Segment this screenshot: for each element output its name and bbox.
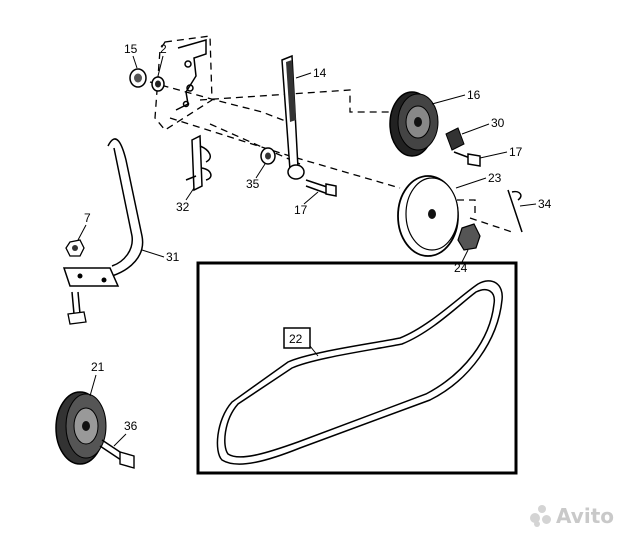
bolt-17-lower xyxy=(305,179,337,197)
avito-watermark-text: Avito xyxy=(556,504,614,528)
callout-22: 22 xyxy=(289,332,303,346)
pulley-23 xyxy=(397,175,459,257)
leader-14 xyxy=(295,72,312,79)
callout-2: 2 xyxy=(160,42,167,56)
pulley-16 xyxy=(389,91,439,157)
pivot-bracket xyxy=(175,39,207,111)
pin-34 xyxy=(507,189,523,233)
pulley-21 xyxy=(55,391,107,465)
clip-30 xyxy=(445,127,465,151)
idler-arm-14 xyxy=(281,54,305,180)
callout-16: 16 xyxy=(467,88,481,102)
leader-23 xyxy=(455,177,487,189)
leader-35 xyxy=(255,163,266,179)
leader-21 xyxy=(89,374,97,397)
spacer-35 xyxy=(260,147,276,165)
spacer-15 xyxy=(129,68,147,88)
leader-17-lower xyxy=(303,191,319,205)
leader-15 xyxy=(132,55,138,69)
leader-2 xyxy=(157,55,164,77)
leader-16 xyxy=(431,94,466,105)
callout-31: 31 xyxy=(166,250,180,264)
leader-30 xyxy=(461,123,490,135)
bolt-lower-left xyxy=(67,291,87,325)
bolt-36 xyxy=(99,439,135,469)
callout-32: 32 xyxy=(176,200,190,214)
callout-7: 7 xyxy=(84,211,91,225)
callout-35: 35 xyxy=(246,177,260,191)
leader-32 xyxy=(185,187,195,201)
callout-17-upper: 17 xyxy=(509,145,523,159)
leader-7 xyxy=(77,224,87,241)
callout-21: 21 xyxy=(91,360,105,374)
callout-34: 34 xyxy=(538,197,552,211)
belt-guide-31 xyxy=(62,138,144,287)
bracket-32 xyxy=(185,134,212,192)
leader-36 xyxy=(113,433,127,447)
callout-15: 15 xyxy=(124,42,138,56)
leader-24 xyxy=(461,249,469,263)
callout-24: 24 xyxy=(454,261,468,275)
callout-30: 30 xyxy=(491,116,505,130)
leader-17-upper xyxy=(479,151,508,159)
avito-watermark: Avito xyxy=(530,504,614,528)
callout-box-22 xyxy=(283,327,311,349)
nut-7 xyxy=(65,239,85,257)
leader-31 xyxy=(141,249,165,258)
leader-34 xyxy=(519,203,537,207)
leader-22 xyxy=(309,345,319,357)
callout-17-lower: 17 xyxy=(294,203,308,217)
bolt-17-upper xyxy=(453,151,481,167)
callout-36: 36 xyxy=(124,419,138,433)
callout-23: 23 xyxy=(488,171,502,185)
washer-2 xyxy=(151,76,165,92)
avito-logo-icon xyxy=(530,505,552,527)
nut-24 xyxy=(457,223,481,251)
belt-highlight-frame xyxy=(196,261,518,475)
callout-14: 14 xyxy=(313,66,327,80)
belt-22 xyxy=(216,280,503,465)
